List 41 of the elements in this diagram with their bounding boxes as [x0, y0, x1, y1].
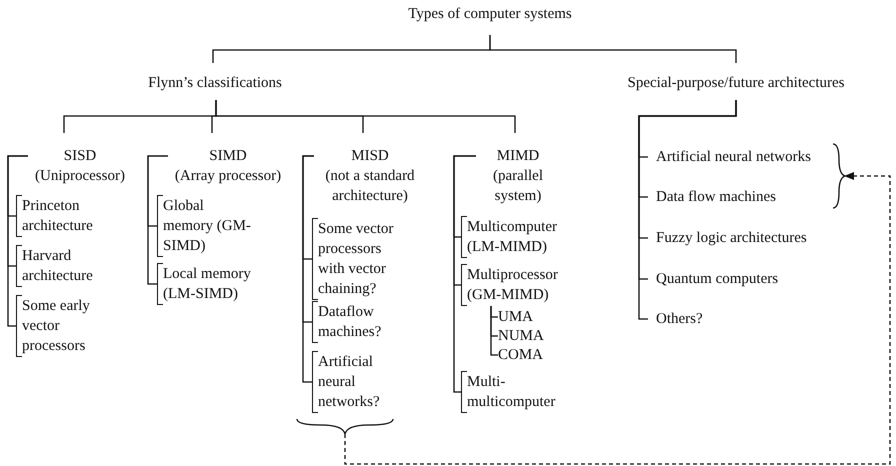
item-label: Flynn’s classifications [147, 74, 283, 93]
category-subtitle: (not a standard architecture) [324, 167, 416, 206]
category-heading: SIMD [208, 147, 248, 166]
item-label: Princeton architecture [22, 197, 94, 236]
tree-connector [638, 100, 737, 320]
item-label: Harvard architecture [22, 247, 94, 286]
item-label: Global memory (GM-SIMD) [163, 197, 252, 256]
curly-brace [832, 144, 845, 208]
tree-connector [453, 155, 476, 393]
item-label: Some vector processors with vector chaining? [318, 220, 394, 299]
category-heading: SISD [62, 147, 98, 166]
item-label: Multicomputer (LM-MIMD) [467, 218, 558, 257]
tree-connector [489, 35, 737, 63]
item-label: Multi- multicomputer [467, 373, 556, 412]
item-label: Fuzzy logic architectures [656, 229, 808, 248]
item-label: Some early vector processors [22, 297, 91, 356]
item-label: Artificial neural networks? [318, 353, 381, 412]
tree-connector [490, 306, 498, 356]
dashed-arrow [344, 172, 891, 465]
item-label: Multiprocessor (GM-MIMD) [467, 266, 559, 305]
category-subtitle: (parallel system) [492, 167, 544, 206]
item-label: NUMA [498, 327, 545, 346]
tree-connector [215, 100, 516, 133]
tree-connector [302, 155, 314, 383]
item-label: Dataflow machines? [318, 303, 382, 342]
item-label: Types of computer systems [407, 5, 573, 24]
item-label: UMA [498, 308, 534, 327]
item-label: COMA [498, 346, 544, 365]
curly-brace [297, 418, 393, 434]
category-heading: MISD [350, 147, 390, 166]
tree-connector [147, 155, 168, 285]
item-label: Quantum computers [656, 270, 780, 289]
item-label: Special-purpose/future architectures [626, 74, 846, 93]
item-label: Others? [656, 310, 704, 329]
item-label: Artificial neural networks [656, 148, 812, 167]
tree-connector [7, 155, 28, 327]
item-label: Data flow machines [656, 188, 777, 207]
item-label: Local memory (LM-SIMD) [163, 265, 252, 304]
category-heading: MIMD [496, 147, 540, 166]
category-subtitle: (Uniprocessor) [34, 167, 126, 186]
category-subtitle: (Array processor) [174, 167, 282, 186]
